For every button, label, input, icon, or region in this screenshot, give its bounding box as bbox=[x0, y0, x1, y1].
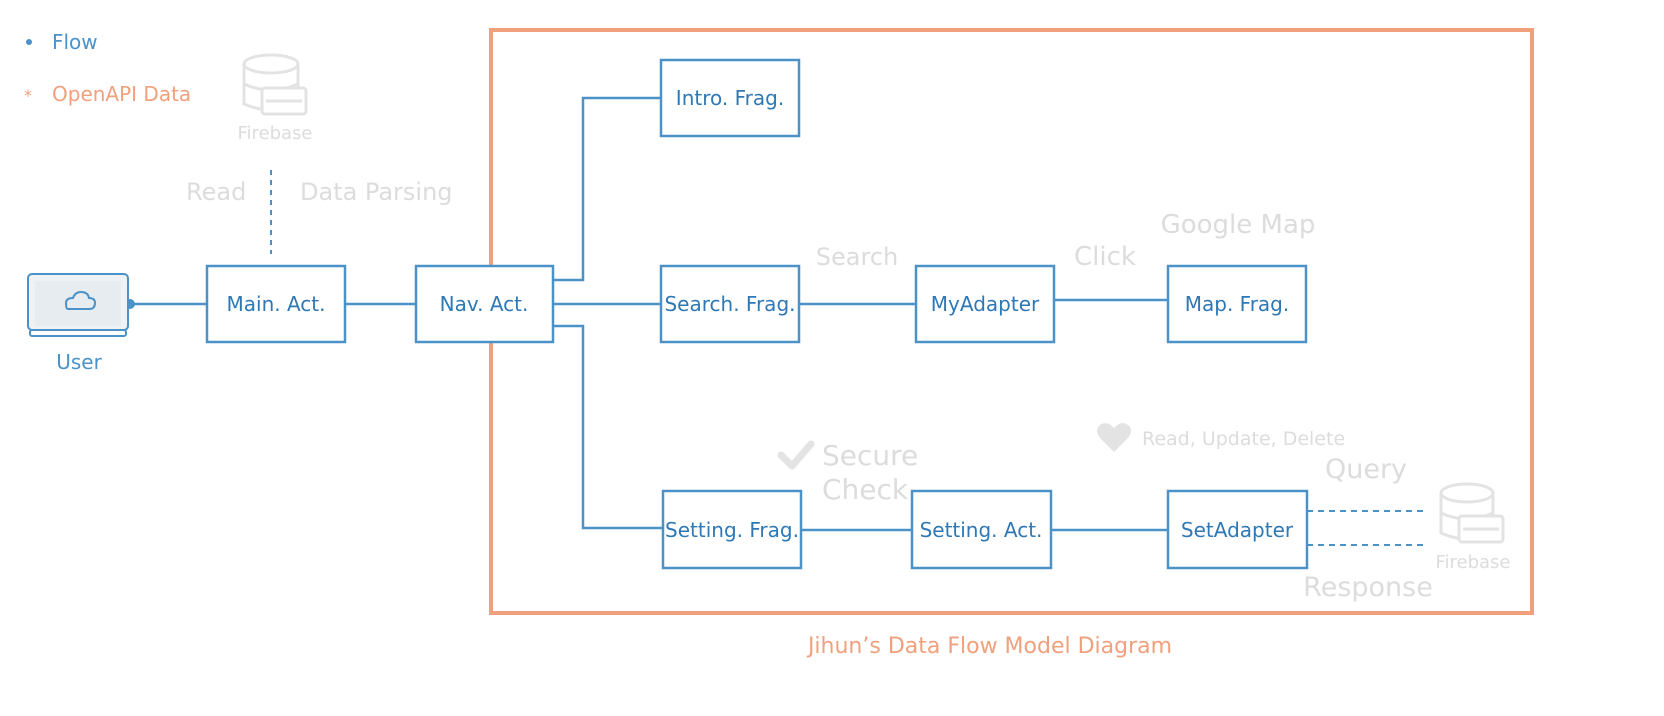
flow-legend-dot bbox=[26, 39, 32, 45]
setting-frag-label: Setting. Frag. bbox=[665, 518, 799, 542]
myadapter-node: MyAdapter bbox=[914, 264, 1056, 344]
query-label: Query bbox=[1325, 454, 1407, 485]
nav-act-node: Nav. Act. bbox=[414, 264, 555, 344]
setting-act-node: Setting. Act. bbox=[910, 489, 1053, 570]
main-act-node: Main. Act. bbox=[205, 264, 347, 344]
firebase-bottom-icon bbox=[1439, 482, 1505, 544]
data-parsing-label: Data Parsing bbox=[300, 178, 453, 206]
check-label: Check bbox=[822, 473, 909, 506]
setting-act-label: Setting. Act. bbox=[920, 518, 1043, 542]
setadapter-label: SetAdapter bbox=[1181, 518, 1294, 542]
heart-icon bbox=[1097, 423, 1131, 452]
search-label: Search bbox=[816, 243, 898, 271]
read-update-delete-label: Read, Update, Delete bbox=[1142, 428, 1345, 450]
map-frag-node: Map. Frag. bbox=[1166, 264, 1308, 344]
google-map-label: Google Map bbox=[1161, 210, 1316, 240]
map-frag-label: Map. Frag. bbox=[1185, 292, 1290, 316]
user-label: User bbox=[56, 350, 102, 374]
flow-links bbox=[125, 96, 1426, 546]
myadapter-label: MyAdapter bbox=[931, 292, 1040, 316]
firebase-bottom-label: Firebase bbox=[1435, 552, 1510, 573]
flow-legend-label: Flow bbox=[52, 30, 98, 54]
click-label: Click bbox=[1074, 242, 1136, 272]
setting-frag-node: Setting. Frag. bbox=[661, 489, 803, 570]
search-frag-label: Search. Frag. bbox=[664, 292, 795, 316]
checkmark-icon bbox=[777, 440, 815, 470]
firebase-top-label: Firebase bbox=[237, 123, 312, 144]
secure-label: Secure bbox=[822, 439, 918, 472]
cloud-icon bbox=[64, 290, 97, 310]
intro-frag-label: Intro. Frag. bbox=[676, 86, 784, 110]
laptop-icon bbox=[27, 273, 129, 337]
intro-frag-node: Intro. Frag. bbox=[659, 58, 801, 138]
response-label: Response bbox=[1303, 572, 1433, 603]
diagram-title: Jihun’s Data Flow Model Diagram bbox=[806, 634, 1172, 659]
firebase-top-icon bbox=[242, 53, 308, 116]
setadapter-node: SetAdapter bbox=[1166, 489, 1309, 570]
read-label: Read bbox=[186, 178, 246, 206]
openapi-legend-label: OpenAPI Data bbox=[52, 82, 191, 106]
openapi-legend-star: * bbox=[24, 86, 32, 105]
nav-act-label: Nav. Act. bbox=[440, 292, 529, 316]
main-act-label: Main. Act. bbox=[227, 292, 326, 316]
search-frag-node: Search. Frag. bbox=[659, 264, 801, 344]
